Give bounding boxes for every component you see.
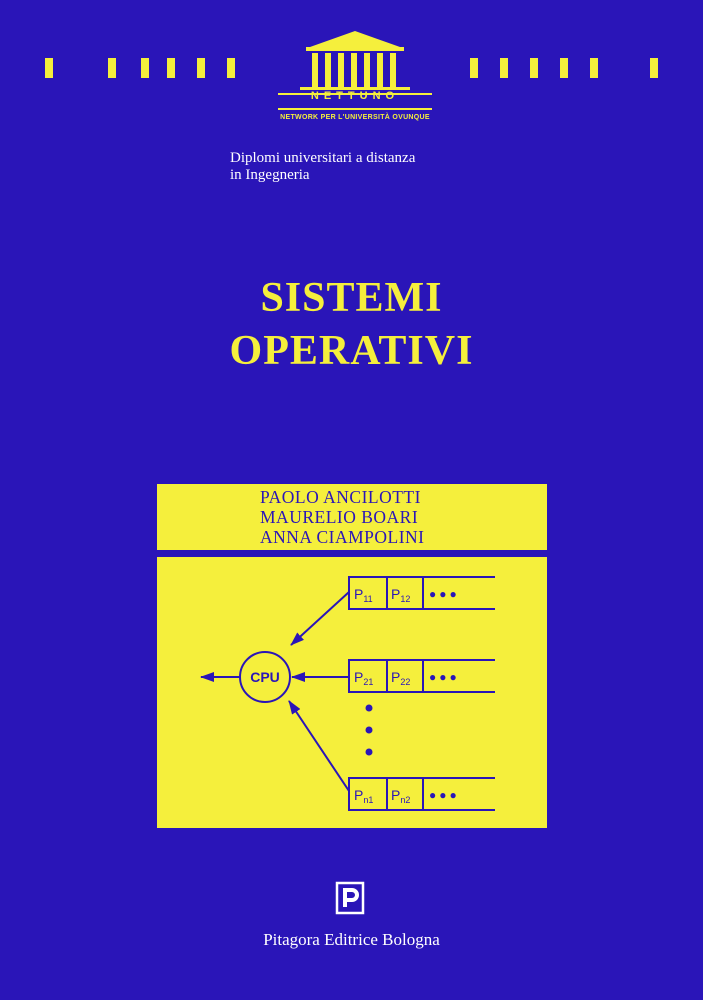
process-label: P (354, 669, 363, 685)
process-label: P (391, 787, 400, 803)
process-subscript: n2 (400, 795, 410, 805)
process-subscript: 11 (363, 594, 372, 604)
process-subscript: 21 (363, 677, 373, 687)
queue-1-cell-2 (386, 576, 424, 610)
book-title: SISTEMI OPERATIVI (0, 272, 703, 378)
svg-text:Pn2: Pn2 (391, 787, 410, 805)
queue-more-dots: ●●● (429, 670, 460, 684)
process-label: P (391, 669, 400, 685)
svg-text:P21: P21 (354, 669, 373, 687)
logo-name: NETTUNO (310, 90, 400, 102)
tick-mark (590, 58, 598, 78)
diagram-svg: CPU P11 P12 ●●● P21 P22 ●●● Pn1 Pn2 ●●● (200, 576, 495, 811)
queue-n-cell-2 (386, 777, 424, 811)
subtitle-line: Diplomi universitari a distanza (230, 150, 416, 166)
title-line: SISTEMI (260, 275, 443, 321)
subtitle-line: in Ingegneria (230, 167, 310, 183)
queue-n-arrow (288, 700, 350, 792)
ellipsis-dot (365, 726, 373, 734)
queue-more-dots: ●●● (429, 788, 460, 802)
tick-mark (197, 58, 205, 78)
series-subtitle: Diplomi universitari a distanza in Ingeg… (230, 150, 550, 184)
author-name: PAOLO ANCILOTTI (260, 487, 421, 507)
title-line: OPERATIVI (229, 328, 474, 374)
queue-2-cell-2 (386, 659, 424, 693)
tick-mark (650, 58, 658, 78)
svg-text:P11: P11 (354, 586, 373, 604)
tick-mark (560, 58, 568, 78)
svg-text:P12: P12 (391, 586, 410, 604)
ellipsis-dot (365, 704, 373, 712)
tick-mark (470, 58, 478, 78)
process-label: P (354, 787, 363, 803)
cpu-label: CPU (250, 669, 280, 685)
ellipsis-dot (365, 748, 373, 756)
logo-tagline: NETWORK PER L'UNIVERSITÀ OVUNQUE (280, 114, 430, 121)
svg-text:Pn1: Pn1 (354, 787, 373, 805)
process-subscript: 12 (400, 594, 410, 604)
cpu-scheduling-diagram: CPU P11 P12 ●●● P21 P22 ●●● Pn1 Pn2 ●●● (157, 557, 547, 828)
process-label: P (354, 586, 363, 602)
tick-mark (167, 58, 175, 78)
author-name: ANNA CIAMPOLINI (260, 527, 425, 547)
author-list: PAOLO ANCILOTTI MAURELIO BOARI ANNA CIAM… (260, 487, 540, 547)
authors-panel: PAOLO ANCILOTTI MAURELIO BOARI ANNA CIAM… (157, 484, 547, 550)
tick-mark (227, 58, 235, 78)
process-subscript: 22 (400, 677, 410, 687)
tick-mark (141, 58, 149, 78)
process-label: P (391, 586, 400, 602)
author-name: MAURELIO BOARI (260, 507, 419, 527)
tick-mark (500, 58, 508, 78)
header-tick-marks (45, 58, 658, 78)
process-subscript: n1 (363, 795, 373, 805)
queue-more-dots: ●●● (429, 587, 460, 601)
queue-1-arrow (290, 591, 350, 646)
nettuno-building-logo (278, 31, 432, 110)
publisher-name: Pitagora Editrice Bologna (263, 930, 440, 949)
svg-text:P22: P22 (391, 669, 410, 687)
tick-mark (45, 58, 53, 78)
publisher-logo-icon (335, 881, 365, 915)
tick-mark (530, 58, 538, 78)
tick-mark (108, 58, 116, 78)
